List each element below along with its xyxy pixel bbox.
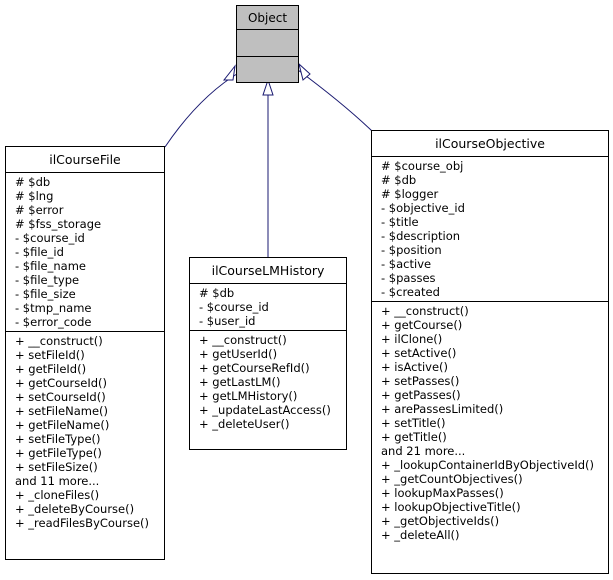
attribute-line: - $file_type [15, 273, 80, 287]
method-line: + __construct() [15, 334, 103, 348]
attribute-line: - $position [381, 243, 442, 257]
method-line: + _lookupContainerIdByObjectiveId() [381, 458, 594, 472]
attribute-line: - $created [381, 285, 440, 299]
method-line: + setFileType() [15, 432, 101, 446]
attribute-line: - $description [381, 229, 461, 243]
class-ilcourseobjective-title: ilCourseObjective [372, 131, 608, 157]
method-line: + setTitle() [381, 416, 446, 430]
edge-file-to-object [164, 71, 241, 148]
attribute-line: # $db [381, 173, 417, 187]
method-line: + _deleteUser() [199, 417, 290, 431]
method-line: + getCourseId() [15, 376, 107, 390]
attribute-line: # $error [15, 203, 64, 217]
class-ilcoursefile-methods: + __construct()+ setFileId()+ getFileId(… [6, 332, 164, 532]
attribute-line: - $objective_id [381, 201, 465, 215]
class-object-methods [237, 57, 298, 83]
attribute-line: - $file_size [15, 287, 76, 301]
class-ilcourselmhistory-attributes: # $db- $course_id- $user_id [190, 284, 346, 331]
attribute-line: - $tmp_name [15, 301, 92, 315]
class-ilcoursefile-attributes: # $db# $lng# $error# $fss_storage- $cour… [6, 173, 164, 332]
method-line: and 11 more... [15, 474, 100, 488]
method-line: + lookupMaxPasses() [381, 486, 504, 500]
class-object-attributes [237, 30, 298, 57]
attribute-line: # $db [199, 286, 235, 300]
method-line: + getLMHistory() [199, 389, 298, 403]
attribute-line: - $course_id [15, 231, 85, 245]
method-line: + _getObjectiveIds() [381, 514, 500, 528]
method-line: + getFileType() [15, 446, 102, 460]
method-line: + getTitle() [381, 430, 447, 444]
method-line: + getPasses() [381, 388, 461, 402]
method-line: + _cloneFiles() [15, 488, 100, 502]
attribute-line: # $course_obj [381, 159, 464, 173]
method-line: + ilClone() [381, 332, 443, 346]
arrowhead-objective [298, 62, 311, 81]
method-line: + setFileId() [15, 348, 85, 362]
method-line: + _updateLastAccess() [199, 403, 331, 417]
class-ilcourseobjective: ilCourseObjective # $course_obj# $db# $l… [371, 130, 609, 574]
method-line: + setFileSize() [15, 460, 98, 474]
method-line: + setActive() [381, 346, 457, 360]
class-ilcoursefile: ilCourseFile # $db# $lng# $error# $fss_s… [5, 146, 165, 560]
attribute-line: # $lng [15, 189, 54, 203]
method-line: + _deleteByCourse() [15, 502, 135, 516]
class-object: Object [236, 5, 299, 83]
attribute-line: # $logger [381, 187, 439, 201]
attribute-line: - $title [381, 215, 419, 229]
method-line: + isActive() [381, 360, 449, 374]
edge-objective-to-object [297, 69, 373, 132]
attribute-line: - $passes [381, 271, 436, 285]
method-line: + getCourse() [381, 318, 463, 332]
method-line: + getFileName() [15, 418, 110, 432]
class-ilcoursefile-title: ilCourseFile [6, 147, 164, 173]
method-line: + __construct() [381, 304, 469, 318]
attribute-line: - $file_id [15, 245, 64, 259]
method-line: + _getCountObjectives() [381, 472, 523, 486]
attribute-line: - $file_name [15, 259, 86, 273]
method-line: + lookupObjectiveTitle() [381, 500, 521, 514]
attribute-line: - $active [381, 257, 432, 271]
method-line: + _deleteAll() [381, 528, 460, 542]
method-line: + getUserId() [199, 347, 278, 361]
method-line: + getLastLM() [199, 375, 281, 389]
attribute-line: # $fss_storage [15, 217, 102, 231]
method-line: + setPasses() [381, 374, 460, 388]
method-line: + __construct() [199, 333, 287, 347]
class-object-title: Object [237, 6, 298, 30]
method-line: + _readFilesByCourse() [15, 516, 149, 530]
class-ilcourselmhistory-methods: + __construct()+ getUserId()+ getCourseR… [190, 331, 346, 433]
class-ilcourselmhistory: ilCourseLMHistory # $db- $course_id- $us… [189, 257, 347, 450]
method-line: + getCourseRefId() [199, 361, 310, 375]
method-line: + getFileId() [15, 362, 87, 376]
method-line: + setCourseId() [15, 390, 106, 404]
attribute-line: # $db [15, 175, 51, 189]
attribute-line: - $user_id [199, 314, 256, 328]
class-ilcourselmhistory-title: ilCourseLMHistory [190, 258, 346, 284]
method-line: + arePassesLimited() [381, 402, 504, 416]
method-line: + setFileName() [15, 404, 109, 418]
arrowhead-file [222, 64, 236, 81]
class-ilcourseobjective-attributes: # $course_obj# $db# $logger- $objective_… [372, 157, 608, 302]
attribute-line: - $error_code [15, 315, 92, 329]
method-line: and 21 more... [381, 444, 466, 458]
class-ilcourseobjective-methods: + __construct()+ getCourse()+ ilClone()+… [372, 302, 608, 544]
arrowhead-lm [262, 78, 274, 96]
attribute-line: - $course_id [199, 300, 269, 314]
